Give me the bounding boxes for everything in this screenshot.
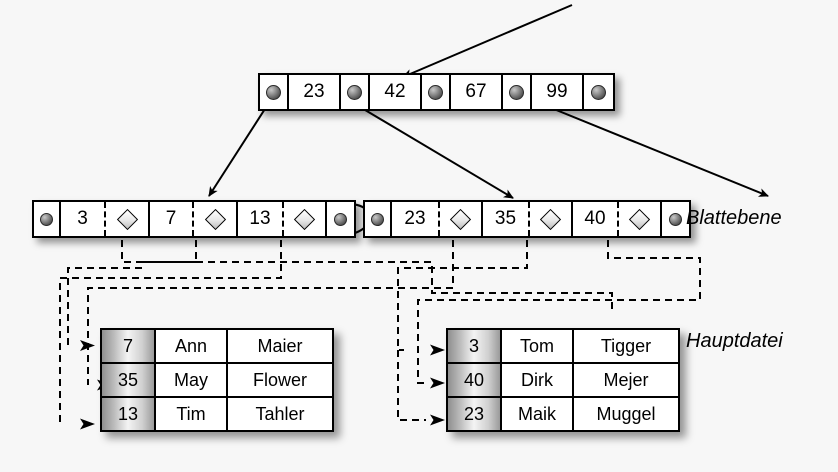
leaf-left-key-2: 13 [238,202,284,236]
leaf-left-data-pointer-0[interactable] [106,202,150,236]
root-index-node[interactable]: 23 42 67 99 [258,73,615,111]
diamond-pointer-icon [293,208,316,230]
row-last-name: Tahler [228,398,332,430]
row-key: 7 [102,330,156,362]
row-first-name: Tim [156,398,228,430]
sphere-pointer-icon [509,84,524,100]
row-last-name: Mejer [574,364,678,396]
leaf-left-next-pointer[interactable] [327,202,354,236]
leaf-left-key-0: 3 [61,202,106,236]
row-key: 23 [448,398,502,430]
sphere-pointer-icon [266,84,281,100]
leaf-right-next-pointer[interactable] [662,202,689,236]
table-row[interactable]: 35 May Flower [102,364,332,398]
leaf-right-data-pointer-2[interactable] [619,202,662,236]
root-key-3: 99 [532,75,584,109]
root-key-0: 23 [289,75,341,109]
caption-leaf-level: Blattebene [686,207,782,229]
row-first-name: Maik [502,398,574,430]
row-last-name: Flower [228,364,332,396]
diamond-pointer-icon [449,208,472,230]
leaf-left-data-pointer-2[interactable] [284,202,327,236]
leaf-node-left[interactable]: 3 7 13 [32,200,356,238]
table-row[interactable]: 13 Tim Tahler [102,398,332,430]
arrow-root-to-right-leaf [344,97,514,199]
arrow-root-to-left-leaf [208,97,273,197]
sphere-pointer-icon [669,212,682,226]
diamond-pointer-icon [204,208,226,230]
table-row[interactable]: 3 Tom Tigger [448,330,678,364]
root-key-1: 42 [370,75,422,109]
leaf-right-key-2: 40 [573,202,619,236]
leaf-left-data-pointer-1[interactable] [194,202,238,236]
arrow-into-root [402,4,573,78]
row-first-name: Tom [502,330,574,362]
sphere-pointer-icon [371,212,384,226]
leaf-left-key-1: 7 [150,202,194,236]
root-pointer-3[interactable] [503,75,532,109]
row-first-name: Ann [156,330,228,362]
leaf-right-prev-pointer[interactable] [365,202,392,236]
root-pointer-4[interactable] [584,75,613,109]
dashed-link-leaf-left-d1 [121,240,613,310]
diamond-pointer-icon [539,208,562,230]
dashed-link-to-row-23 [397,350,426,421]
sphere-pointer-icon [40,212,53,226]
row-first-name: May [156,364,228,396]
leaf-right-key-0: 23 [392,202,440,236]
sphere-pointer-icon [334,212,347,226]
diamond-pointer-icon [628,208,651,230]
main-file-table-left[interactable]: 7 Ann Maier 35 May Flower 13 Tim Tahler [100,328,334,432]
root-pointer-2[interactable] [422,75,451,109]
root-pointer-1[interactable] [341,75,370,109]
row-key: 13 [102,398,156,430]
table-row[interactable]: 7 Ann Maier [102,330,332,364]
diamond-pointer-icon [116,208,138,230]
row-last-name: Tigger [574,330,678,362]
row-last-name: Muggel [574,398,678,430]
root-pointer-0[interactable] [260,75,289,109]
leaf-node-right[interactable]: 23 35 40 [363,200,691,238]
main-file-table-right[interactable]: 3 Tom Tigger 40 Dirk Mejer 23 Maik Mugge… [446,328,680,432]
sphere-pointer-icon [347,84,362,100]
root-key-2: 67 [451,75,503,109]
sphere-pointer-icon [591,84,606,100]
row-first-name: Dirk [502,364,574,396]
leaf-right-data-pointer-1[interactable] [530,202,573,236]
leaf-right-key-1: 35 [483,202,530,236]
leaf-left-prev-pointer[interactable] [34,202,61,236]
row-key: 35 [102,364,156,396]
leaf-right-data-pointer-0[interactable] [440,202,483,236]
table-row[interactable]: 23 Maik Muggel [448,398,678,430]
sphere-pointer-icon [428,84,443,100]
caption-main-file: Hauptdatei [686,330,783,352]
row-key: 3 [448,330,502,362]
row-key: 40 [448,364,502,396]
table-row[interactable]: 40 Dirk Mejer [448,364,678,398]
row-last-name: Maier [228,330,332,362]
